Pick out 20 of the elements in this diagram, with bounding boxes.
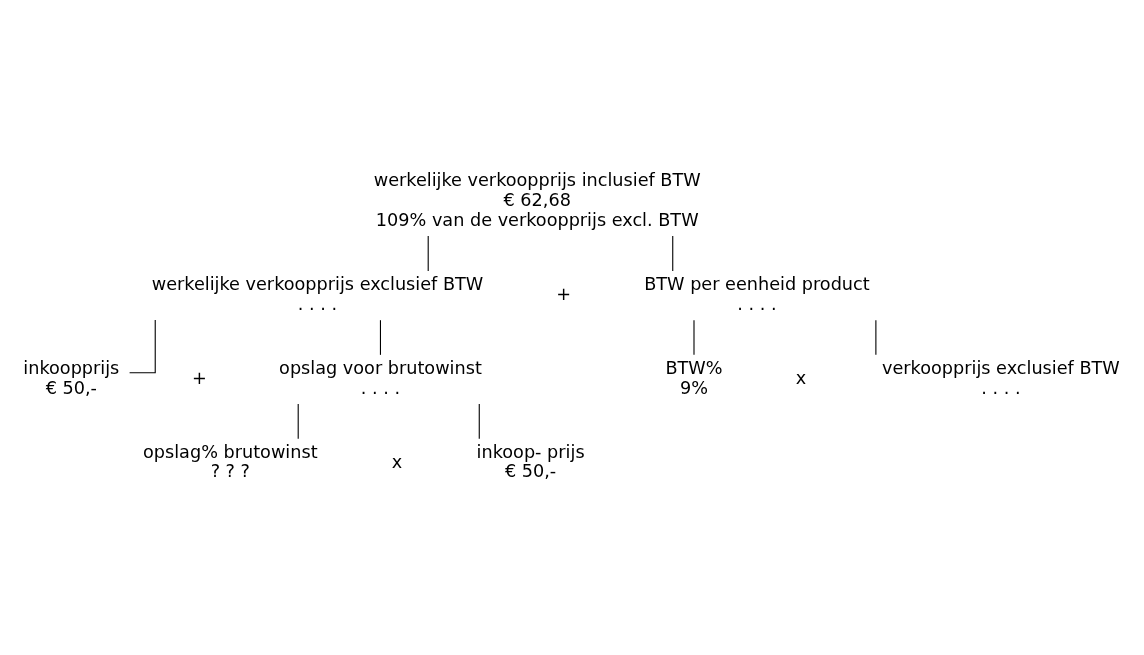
node-text: inkoopprijs € 50,-: [23, 357, 120, 398]
connector: [672, 235, 674, 272]
connector: [297, 403, 299, 440]
connector: [427, 235, 429, 272]
node-text: BTW per eenheid product . . . .: [644, 273, 870, 314]
label: +: [556, 283, 572, 304]
connector: [379, 319, 381, 356]
node-text: opslag voor brutowinst . . . .: [279, 357, 482, 398]
connector: [875, 319, 877, 356]
label: +: [191, 367, 207, 388]
node-text: werkelijke verkoopprijs inclusief BTW € 62,68 109% van de verkoopprijs excl. BTW: [373, 169, 701, 230]
label: x: [795, 367, 807, 388]
node-text: BTW% 9%: [665, 357, 723, 398]
node-text: werkelijke verkoopprijs exclusief BTW . . . .: [151, 273, 484, 314]
node-text: opslag% brutowinst ? ? ?: [143, 441, 318, 482]
node-text: inkoop- prijs € 50,-: [476, 441, 585, 482]
node-text: verkoopprijs exclusief BTW . . . .: [882, 357, 1120, 398]
connector: [129, 319, 156, 374]
connector: [478, 403, 480, 440]
label: x: [391, 451, 403, 472]
